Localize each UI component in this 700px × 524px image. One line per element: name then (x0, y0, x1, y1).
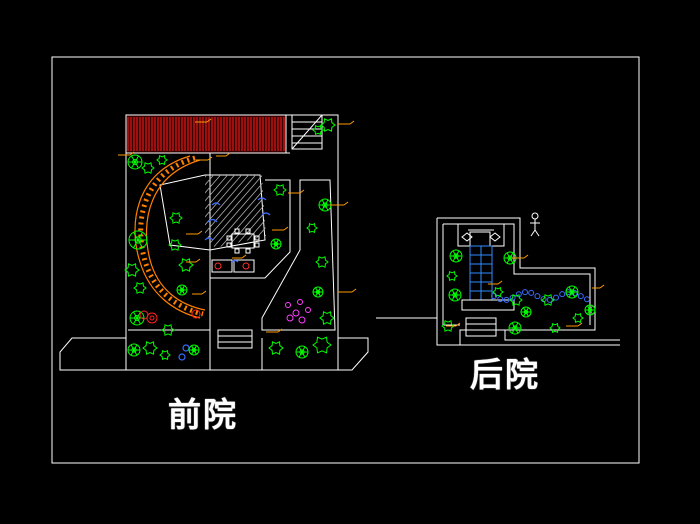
back-yard-annotations (446, 254, 605, 327)
tree-symbol-icon (448, 288, 462, 302)
annotation-leader (118, 151, 135, 156)
annotation-leader (216, 152, 231, 157)
shrub-symbol-icon (124, 263, 140, 277)
flower-boxes (211, 259, 255, 273)
pergola-roof (125, 114, 287, 154)
shrub-symbol-icon (141, 162, 155, 174)
shrub-symbol-icon (133, 282, 147, 294)
back-yard-plan (376, 212, 620, 346)
shrub-symbol-icon (312, 124, 324, 136)
shrub-symbol-icon (319, 311, 335, 325)
shrub-symbol-icon (320, 118, 336, 132)
tree-symbol-icon (270, 238, 282, 250)
annotation-leader (338, 120, 355, 125)
annotation-leader (330, 201, 349, 206)
tree-symbol-icon (176, 284, 188, 296)
hatched-patio (205, 175, 266, 248)
front-yard-annotations (118, 118, 357, 333)
pebble-path (491, 289, 590, 303)
shrub-symbol-icon (492, 286, 504, 298)
back-yard-label: 后院 (470, 355, 540, 394)
front-yard-plan (59, 114, 369, 371)
tree-symbol-icon (565, 285, 579, 299)
annotation-leader (195, 118, 212, 123)
shrub-symbol-icon (169, 212, 183, 224)
annotation-leader (566, 322, 583, 327)
annotation-leader (232, 254, 247, 259)
tree-symbol-icon (295, 345, 309, 359)
shrub-symbol-icon (168, 239, 182, 251)
annotation-leader (272, 226, 289, 231)
tree-symbol-icon (318, 198, 332, 212)
curved-paving-path (134, 155, 206, 319)
annotation-leader (196, 156, 213, 161)
shrub-symbol-icon (156, 154, 168, 166)
shrub-symbol-icon (306, 222, 318, 234)
tree-symbol-icon (508, 321, 522, 335)
back-entrance-steps (465, 317, 497, 337)
front-yard-label: 前院 (168, 395, 238, 434)
shrub-symbol-icon (268, 341, 284, 355)
tree-symbol-icon (312, 286, 324, 298)
shrub-symbol-icon (159, 349, 171, 361)
tree-symbol-icon (127, 343, 141, 357)
annotation-leader (192, 290, 207, 295)
dining-table-set (226, 228, 260, 254)
entry-stairs (291, 114, 323, 150)
shrub-symbol-icon (509, 294, 523, 306)
annotation-leader (488, 280, 503, 285)
tree-symbol-icon (520, 306, 532, 318)
front-yard-planting (124, 118, 336, 361)
red-accent-trees (139, 309, 201, 324)
shrub-symbol-icon (315, 256, 329, 268)
shrub-symbol-icon (142, 341, 158, 355)
annotation-leader (288, 189, 305, 194)
tree-symbol-icon (449, 249, 463, 263)
annotation-leader (592, 284, 605, 289)
annotation-leader (446, 322, 461, 327)
front-yard-boundary (59, 114, 369, 371)
flower-bed (285, 299, 311, 324)
annotation-leader (512, 254, 529, 259)
shrub-symbol-icon (549, 322, 561, 334)
shrub-symbol-icon (446, 270, 458, 282)
annotation-leader (186, 230, 203, 235)
tree-symbol-icon (128, 230, 148, 250)
back-yard-building (457, 223, 505, 247)
annotation-leader (186, 258, 201, 263)
shrub-symbol-icon (572, 312, 584, 324)
annotation-leader (338, 288, 357, 293)
front-entrance-steps (217, 329, 253, 349)
back-yard-stairs (469, 245, 493, 301)
north-arrow-icon (530, 212, 540, 237)
annotation-leader (266, 328, 283, 333)
shrub-symbol-icon (441, 320, 455, 332)
tree-symbol-icon (127, 154, 143, 170)
shrub-symbol-icon (161, 324, 175, 336)
back-yard-planting (441, 249, 596, 335)
shrub-symbol-icon (273, 184, 287, 196)
back-yard-boundary (437, 217, 620, 341)
tree-symbol-icon (188, 344, 200, 356)
shrub-symbol-icon (541, 294, 555, 306)
drawing-frame (51, 56, 640, 464)
shrub-symbol-icon (178, 258, 194, 272)
tree-symbol-icon (129, 310, 145, 326)
tree-symbol-icon (584, 304, 596, 316)
shrub-symbol-icon (312, 336, 332, 354)
